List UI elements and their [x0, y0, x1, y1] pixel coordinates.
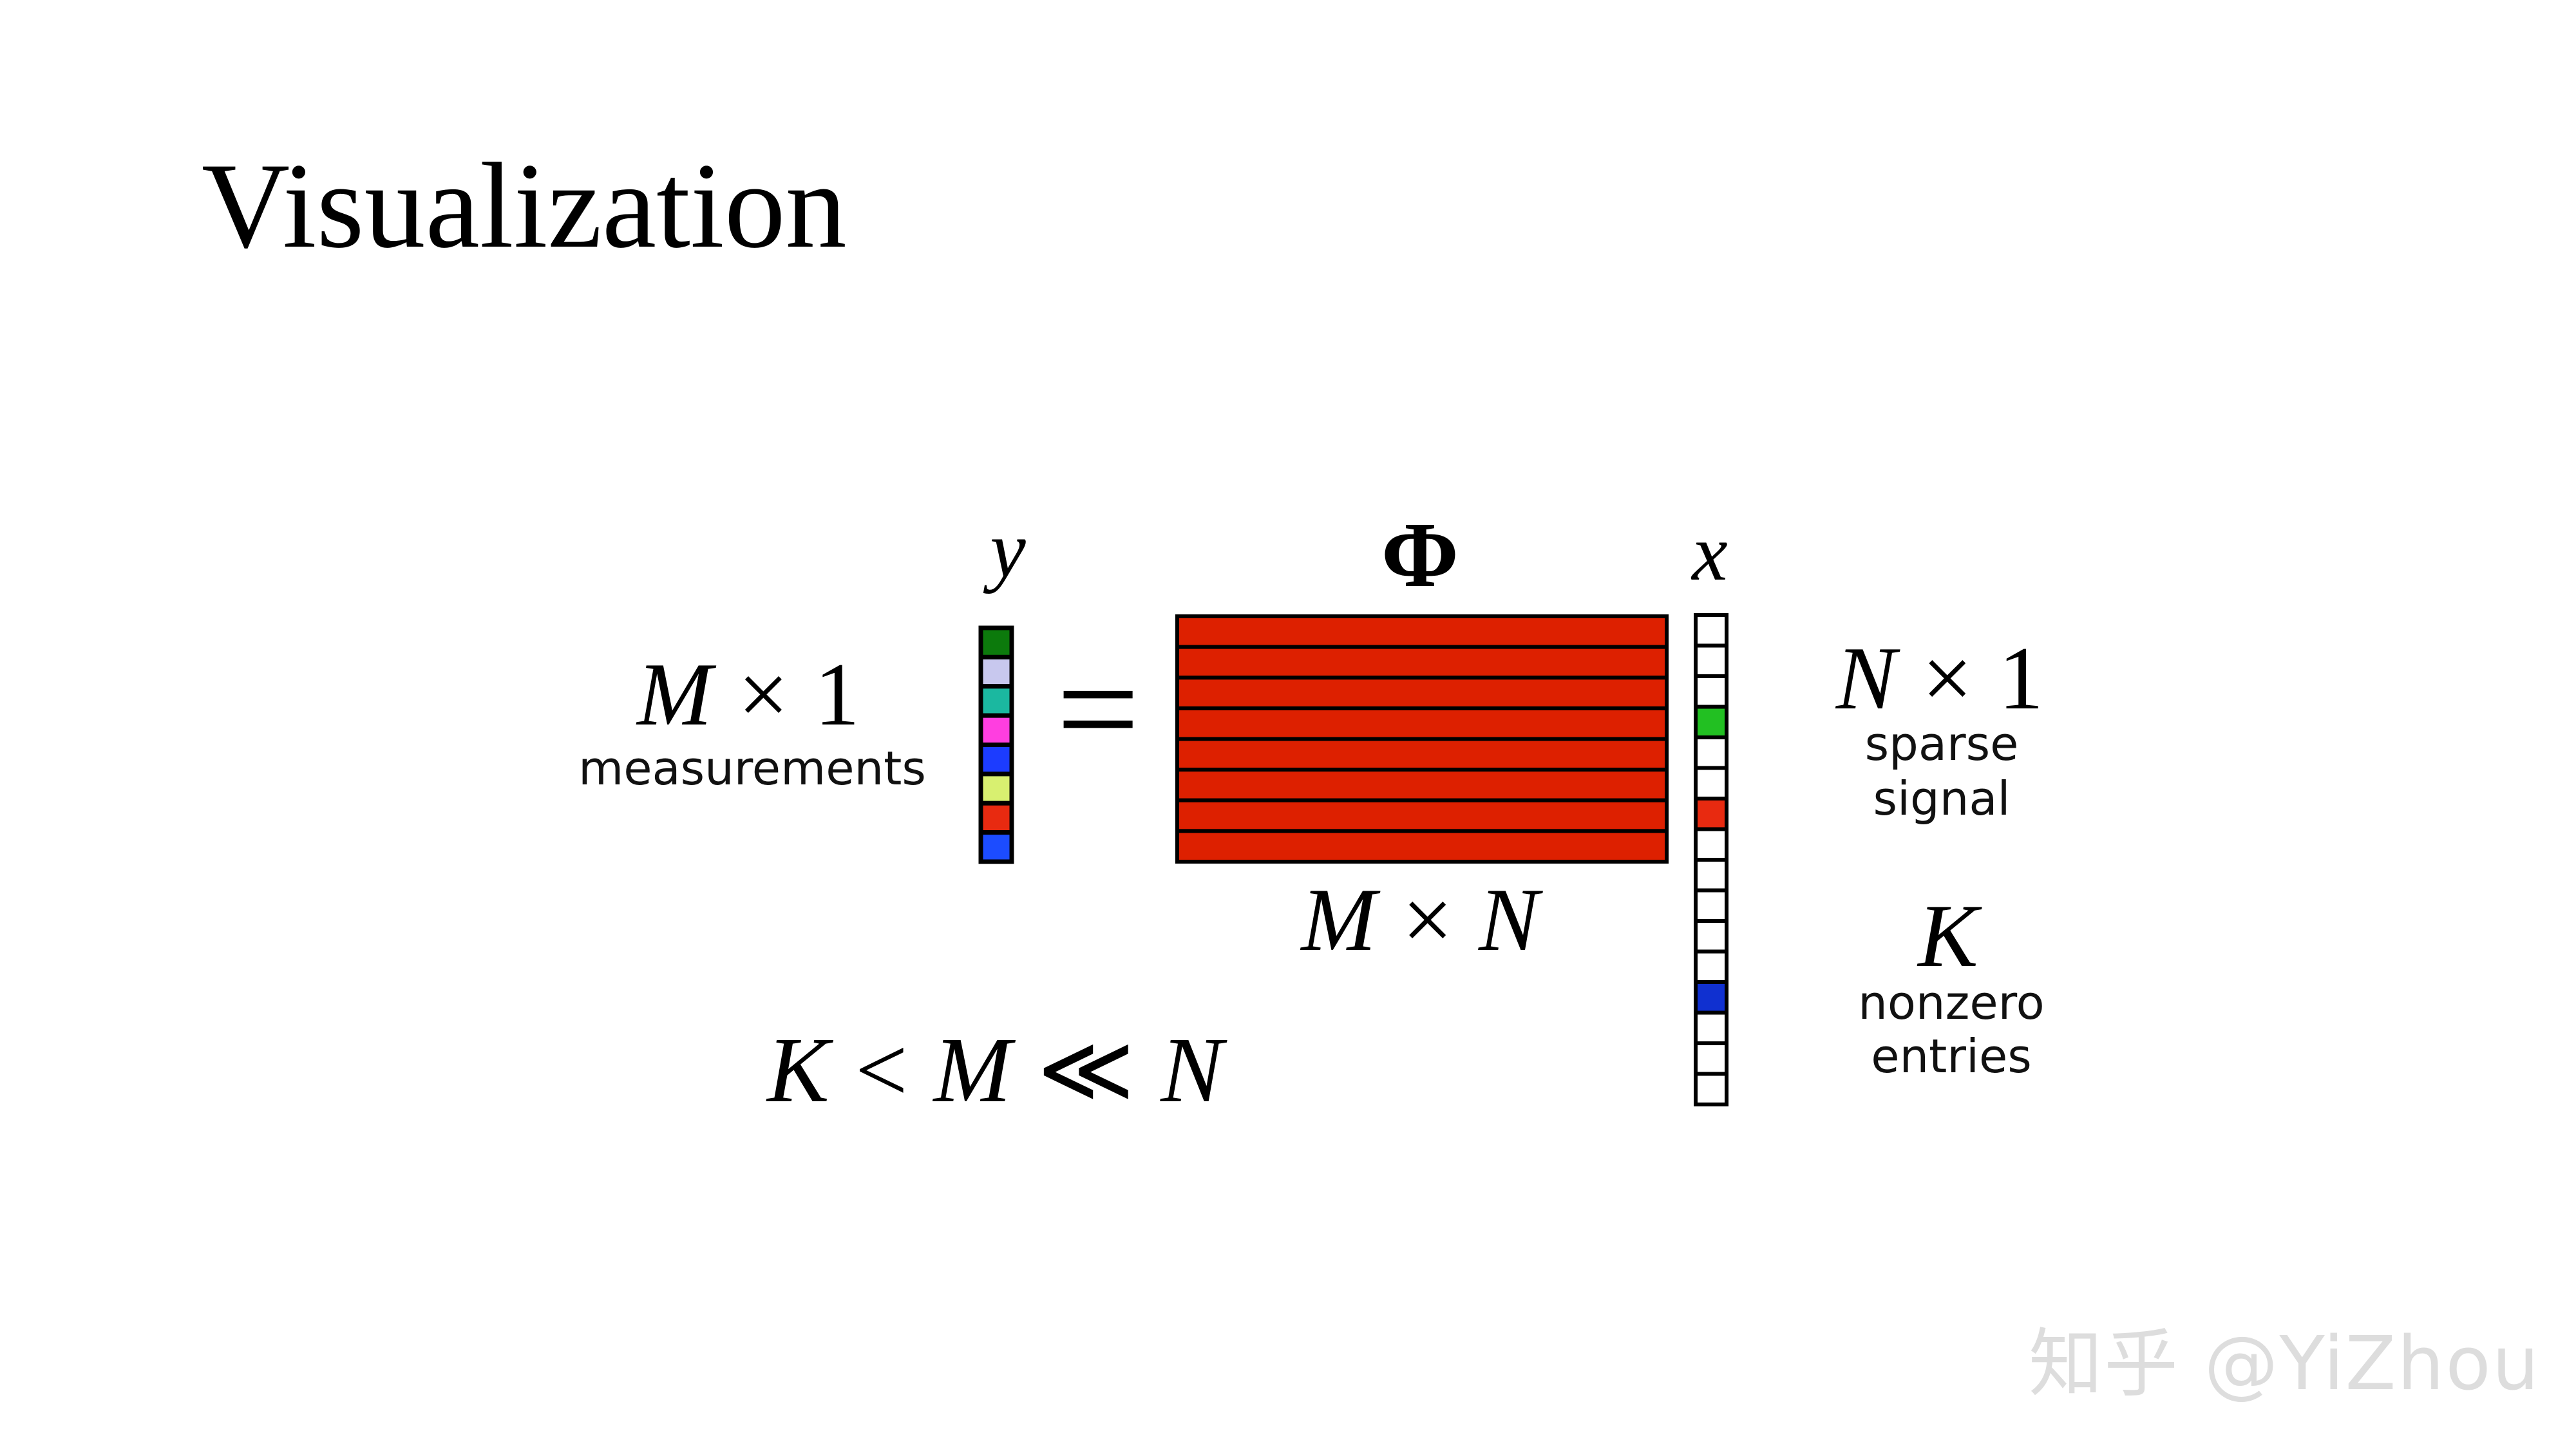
- matrix-label: Φ: [1381, 504, 1459, 607]
- k-caption-line1: nonzero: [1858, 976, 2044, 1030]
- x-vector-cell: [1694, 705, 1728, 739]
- y-vector-cell: [978, 625, 1014, 659]
- x-vector-cell: [1694, 827, 1728, 862]
- x-vector-cell: [1694, 797, 1728, 831]
- matrix-dim-times: ×: [1402, 870, 1453, 970]
- inequality-n: N: [1159, 1019, 1227, 1122]
- y-vector-cell: [978, 772, 1014, 806]
- y-vector-cell: [978, 713, 1014, 747]
- watermark: 知乎 @YiZhou: [2029, 1321, 2541, 1407]
- matrix-row: [1175, 798, 1669, 833]
- right-dims: N× 1: [1835, 629, 2043, 728]
- x-vector-cell: [1694, 949, 1728, 984]
- inequality: K<M≪N: [766, 1019, 1227, 1122]
- matrix-row: [1175, 706, 1669, 741]
- x-vector-cell: [1694, 674, 1728, 709]
- x-vector-cell: [1694, 1072, 1728, 1106]
- x-vector-cell: [1694, 643, 1728, 678]
- k-symbol: K: [1917, 886, 1982, 986]
- slide-title: Visualization: [202, 138, 847, 274]
- measurement-matrix: [1175, 614, 1669, 864]
- matrix-row: [1175, 614, 1669, 649]
- x-vector-cell: [1694, 1041, 1728, 1076]
- matrix-row: [1175, 737, 1669, 772]
- left-caption: measurements: [578, 741, 926, 795]
- matrix-row: [1175, 676, 1669, 710]
- right-caption-line1: sparse: [1865, 717, 2019, 771]
- matrix-row: [1175, 768, 1669, 802]
- y-vector-cell: [978, 654, 1014, 689]
- y-vector-cell: [978, 743, 1014, 777]
- right-dim-n: N: [1835, 629, 1900, 728]
- y-vector-cell: [978, 830, 1014, 864]
- right-dim-times: ×: [1922, 629, 1973, 728]
- x-vector-cell: [1694, 858, 1728, 893]
- k-caption-line2: entries: [1871, 1029, 2032, 1083]
- left-dim-times: ×: [738, 645, 789, 744]
- matrix-row: [1175, 645, 1669, 680]
- x-vector-cell: [1694, 980, 1728, 1015]
- x-vector: [1694, 613, 1728, 1106]
- x-vector-label: x: [1690, 509, 1727, 598]
- right-dim-one: 1: [1998, 629, 2043, 728]
- y-vector: [978, 625, 1014, 864]
- left-dim-m: M: [636, 645, 717, 744]
- y-vector-cell: [978, 800, 1014, 835]
- x-vector-cell: [1694, 613, 1728, 648]
- matrix-dim-n: N: [1477, 870, 1543, 970]
- left-dim-one: 1: [815, 645, 860, 744]
- x-vector-cell: [1694, 919, 1728, 954]
- matrix-dims: M×N: [1300, 870, 1544, 970]
- inequality-lt: <: [855, 1019, 908, 1122]
- left-dims: M× 1: [636, 645, 860, 744]
- x-vector-cell: [1694, 1010, 1728, 1045]
- inequality-ll: ≪: [1037, 1019, 1135, 1122]
- equals-sign: =: [1056, 627, 1140, 791]
- inequality-k: K: [766, 1019, 833, 1122]
- x-vector-cell: [1694, 888, 1728, 923]
- matrix-dim-m: M: [1300, 870, 1381, 970]
- right-caption-line2: signal: [1873, 772, 2011, 826]
- x-vector-cell: [1694, 735, 1728, 770]
- matrix-row: [1175, 829, 1669, 864]
- y-vector-label: y: [983, 506, 1026, 594]
- inequality-m: M: [933, 1019, 1016, 1122]
- x-vector-cell: [1694, 766, 1728, 800]
- y-vector-cell: [978, 684, 1014, 718]
